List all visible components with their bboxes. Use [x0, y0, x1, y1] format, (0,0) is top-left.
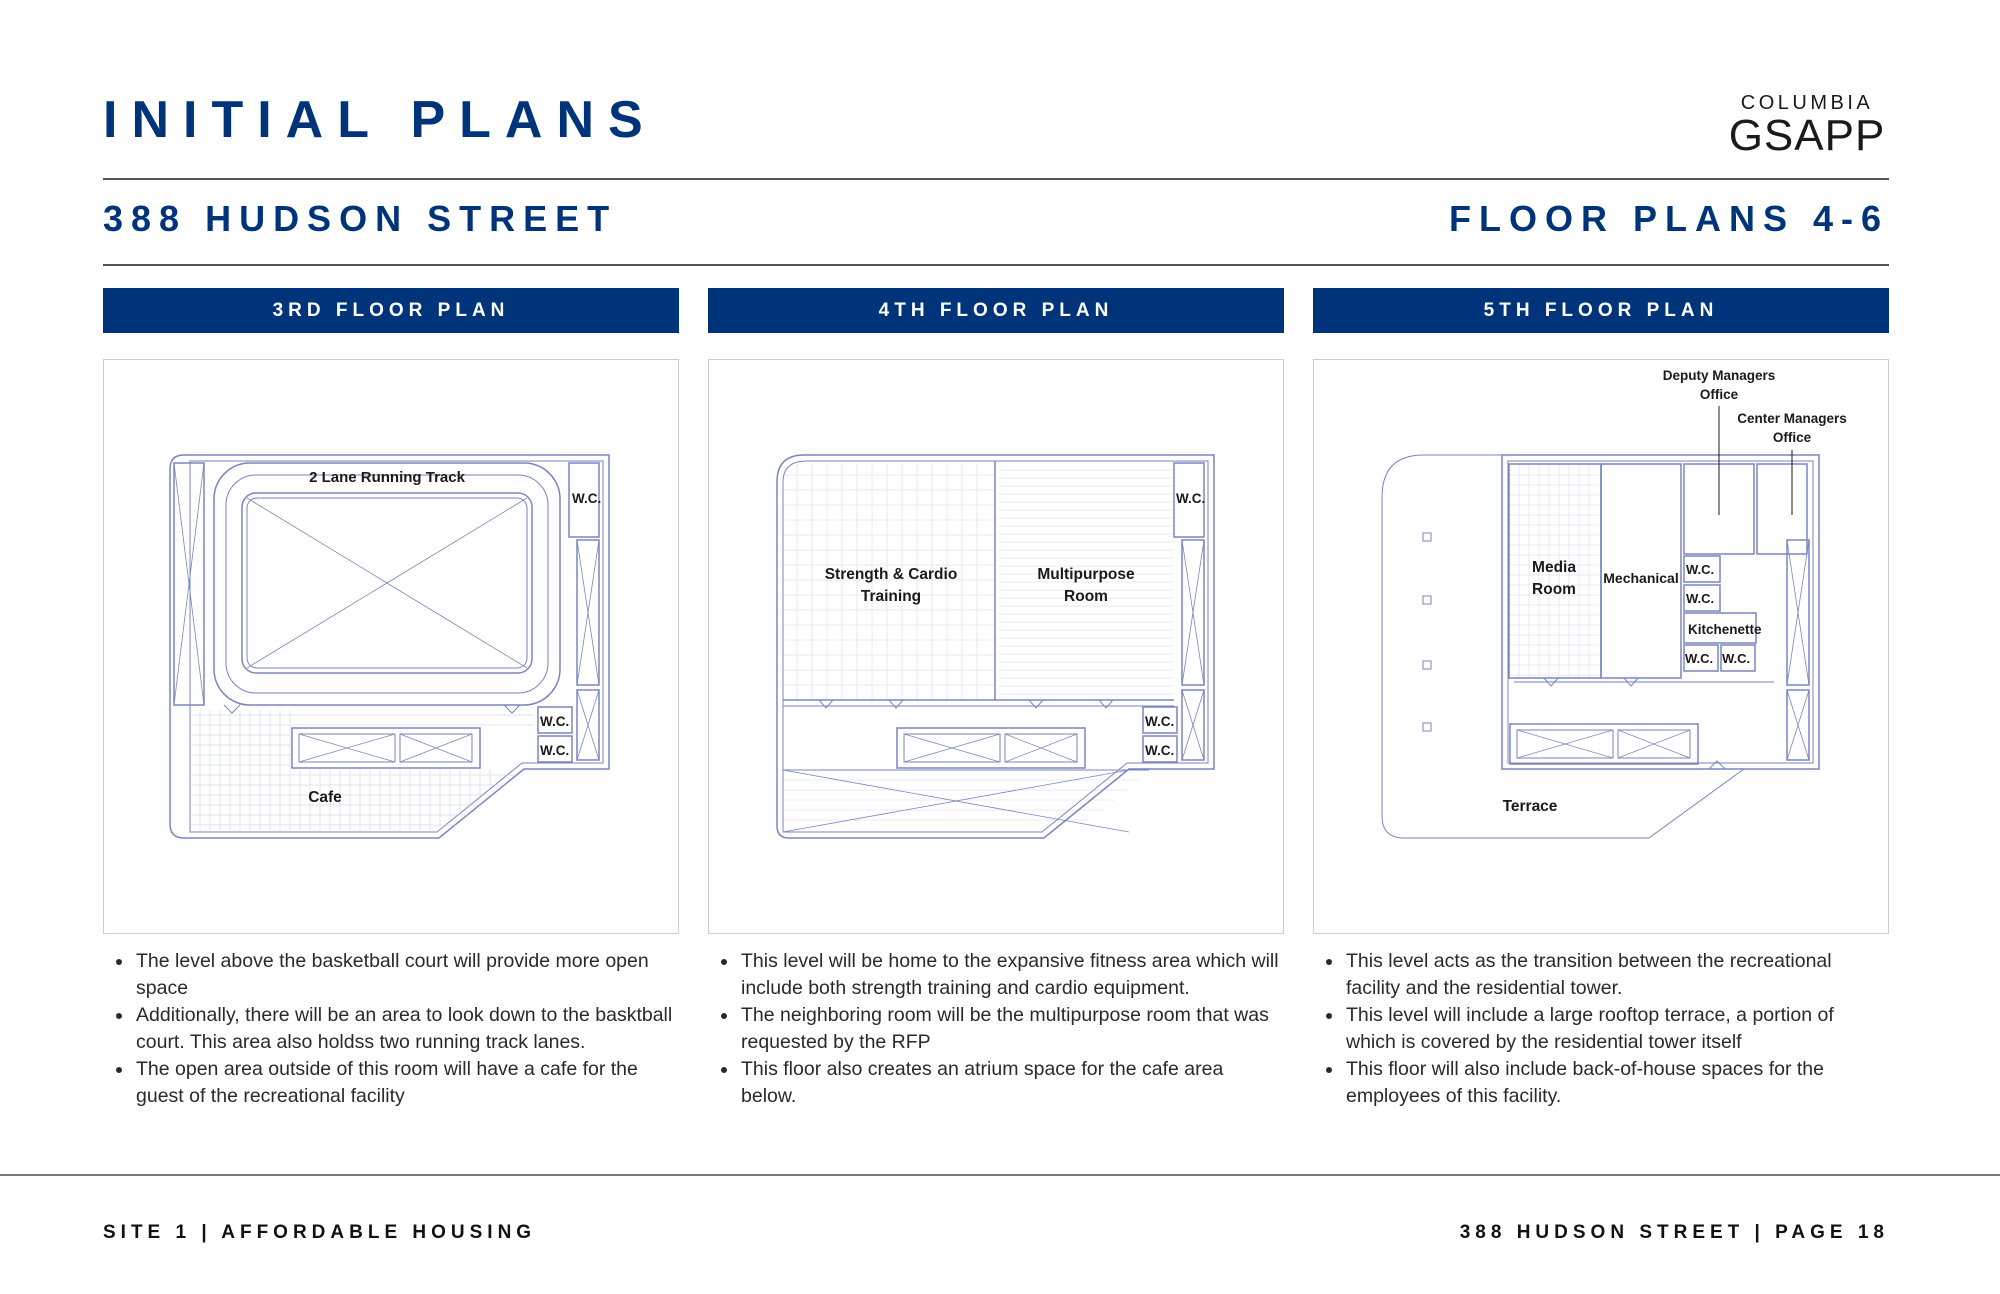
header-divider — [103, 178, 1889, 180]
plan-label-deputy: Deputy Managers — [1663, 368, 1776, 383]
plan-label-wc: W.C. — [1176, 491, 1205, 506]
list-item: Additionally, there will be an area to l… — [111, 1002, 679, 1056]
subheader-divider — [103, 264, 1889, 266]
floor-plan-column-5th: 5TH FLOOR PLAN — [1313, 288, 1889, 1110]
page-title: INITIAL PLANS — [103, 91, 657, 149]
column-heading: 4TH FLOOR PLAN — [708, 288, 1284, 333]
plan-label-track: 2 Lane Running Track — [309, 469, 466, 486]
plan-label-wc: W.C. — [572, 491, 601, 506]
list-item: This floor will also include back-of-hou… — [1321, 1056, 1889, 1110]
plan-label-wc: W.C. — [1686, 591, 1714, 606]
plan-label-terrace: Terrace — [1503, 798, 1558, 815]
plan-label-media: Media — [1532, 559, 1576, 576]
floor-plan-drawing: 2 Lane Running Track W.C. W.C. W.C. Cafe — [103, 359, 679, 934]
footer-site-label: SITE 1 | AFFORDABLE HOUSING — [103, 1222, 537, 1243]
floor-plan-column-4th: 4TH FLOOR PLAN — [708, 288, 1284, 1110]
floor-plan-4-svg: Strength & Cardio Training Multipurpose … — [776, 454, 1215, 839]
list-item: This level acts as the transition betwee… — [1321, 948, 1889, 1002]
plan-label-room: Room — [1064, 588, 1108, 605]
list-item: The open area outside of this room will … — [111, 1056, 679, 1110]
plan-label-wc: W.C. — [1145, 714, 1174, 729]
plan-label-training: Training — [861, 588, 921, 605]
section-subtitle: FLOOR PLANS 4-6 — [1448, 198, 1889, 239]
plan-label-wc: W.C. — [540, 714, 569, 729]
plan-label-strength: Strength & Cardio — [825, 566, 958, 583]
plan-label-multipurpose: Multipurpose — [1037, 566, 1135, 583]
columbia-gsapp-logo: COLUMBIA GSAPP — [1722, 92, 1892, 158]
logo-line-1: COLUMBIA — [1740, 92, 1874, 114]
floor-plan-5-svg: Deputy Managers Office Center Managers O… — [1381, 368, 1847, 839]
plan-notes-list: The level above the basketball court wil… — [103, 948, 679, 1110]
footer-divider — [0, 1174, 2000, 1176]
footer-page-label: 388 HUDSON STREET | PAGE 18 — [1459, 1222, 1889, 1243]
plan-label-cafe: Cafe — [308, 789, 342, 806]
list-item: This level will be home to the expansive… — [716, 948, 1284, 1002]
floor-plan-drawing: Strength & Cardio Training Multipurpose … — [708, 359, 1284, 934]
plan-label-deputy-office: Office — [1700, 387, 1739, 402]
list-item: This level will include a large rooftop … — [1321, 1002, 1889, 1056]
plan-label-mechanical: Mechanical — [1603, 570, 1678, 586]
plan-label-center: Center Managers — [1737, 411, 1847, 426]
list-item: This floor also creates an atrium space … — [716, 1056, 1284, 1110]
plan-label-center-office: Office — [1773, 430, 1812, 445]
plan-label-media-room: Room — [1532, 581, 1576, 598]
plan-label-wc: W.C. — [1685, 651, 1713, 666]
list-item: The level above the basketball court wil… — [111, 948, 679, 1002]
site-subtitle: 388 HUDSON STREET — [103, 198, 618, 239]
plan-label-wc: W.C. — [1686, 562, 1714, 577]
logo-line-2: GSAPP — [1728, 111, 1886, 160]
plan-notes-list: This level will be home to the expansive… — [708, 948, 1284, 1110]
plan-label-wc: W.C. — [1722, 651, 1750, 666]
plan-notes-list: This level acts as the transition betwee… — [1313, 948, 1889, 1110]
plan-label-kitchenette: Kitchenette — [1688, 622, 1762, 637]
plan-label-wc: W.C. — [1145, 743, 1174, 758]
floor-plan-column-3rd: 3RD FLOOR PLAN — [103, 288, 679, 1110]
column-heading: 5TH FLOOR PLAN — [1313, 288, 1889, 333]
column-heading: 3RD FLOOR PLAN — [103, 288, 679, 333]
floor-plan-drawing: Deputy Managers Office Center Managers O… — [1313, 359, 1889, 934]
floor-plan-3-svg: 2 Lane Running Track W.C. W.C. W.C. Cafe — [169, 454, 610, 839]
plan-label-wc: W.C. — [540, 743, 569, 758]
list-item: The neighboring room will be the multipu… — [716, 1002, 1284, 1056]
